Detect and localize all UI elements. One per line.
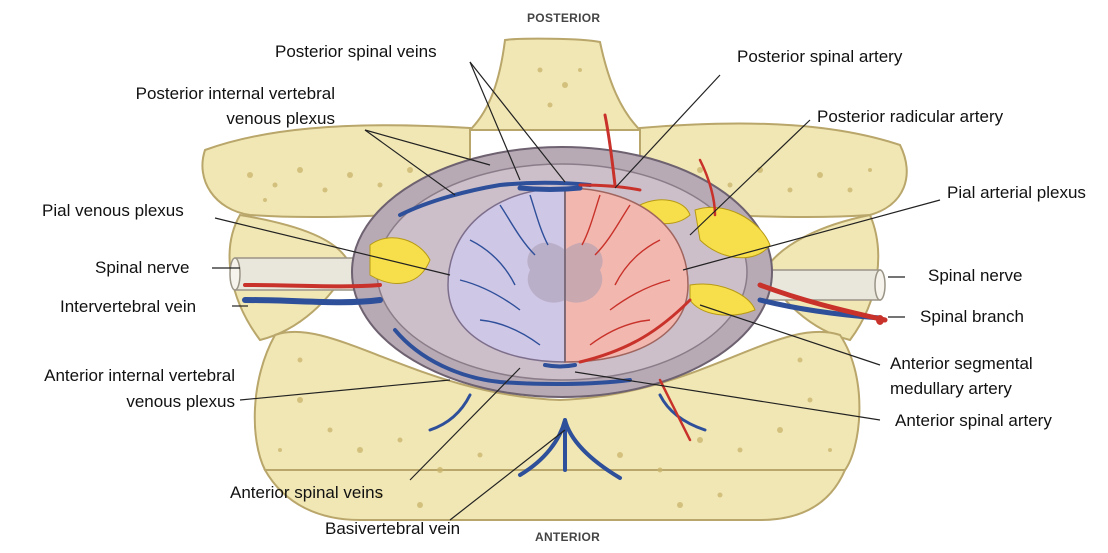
label-posterior-spinal-veins: Posterior spinal veins <box>275 42 437 62</box>
posterior-orientation-label: POSTERIOR <box>527 11 600 25</box>
label-basivertebral-vein: Basivertebral vein <box>325 519 460 539</box>
label-spinal-nerve-right: Spinal nerve <box>928 266 1023 286</box>
anterior-orientation-label: ANTERIOR <box>535 530 600 544</box>
label-posterior-internal-vertebral-venous-plexus-line1: Posterior internal vertebral <box>100 84 335 104</box>
label-anterior-segmental-medullary-artery-line2: medullary artery <box>890 379 1012 399</box>
label-anterior-internal-vertebral-venous-plexus-line2: venous plexus <box>5 392 235 412</box>
label-pial-arterial-plexus: Pial arterial plexus <box>947 183 1086 203</box>
label-spinal-nerve-left: Spinal nerve <box>95 258 190 278</box>
label-anterior-internal-vertebral-venous-plexus-line1: Anterior internal vertebral <box>5 366 235 386</box>
label-posterior-radicular-artery: Posterior radicular artery <box>817 107 1003 127</box>
label-spinal-branch: Spinal branch <box>920 307 1024 327</box>
spinal-cord <box>448 188 688 362</box>
label-anterior-spinal-artery: Anterior spinal artery <box>895 411 1052 431</box>
label-posterior-spinal-artery: Posterior spinal artery <box>737 47 902 67</box>
label-intervertebral-vein: Intervertebral vein <box>60 297 196 317</box>
label-anterior-spinal-veins: Anterior spinal veins <box>230 483 383 503</box>
label-posterior-internal-vertebral-venous-plexus-line2: venous plexus <box>100 109 335 129</box>
label-anterior-segmental-medullary-artery-line1: Anterior segmental <box>890 354 1033 374</box>
label-pial-venous-plexus: Pial venous plexus <box>42 201 184 221</box>
